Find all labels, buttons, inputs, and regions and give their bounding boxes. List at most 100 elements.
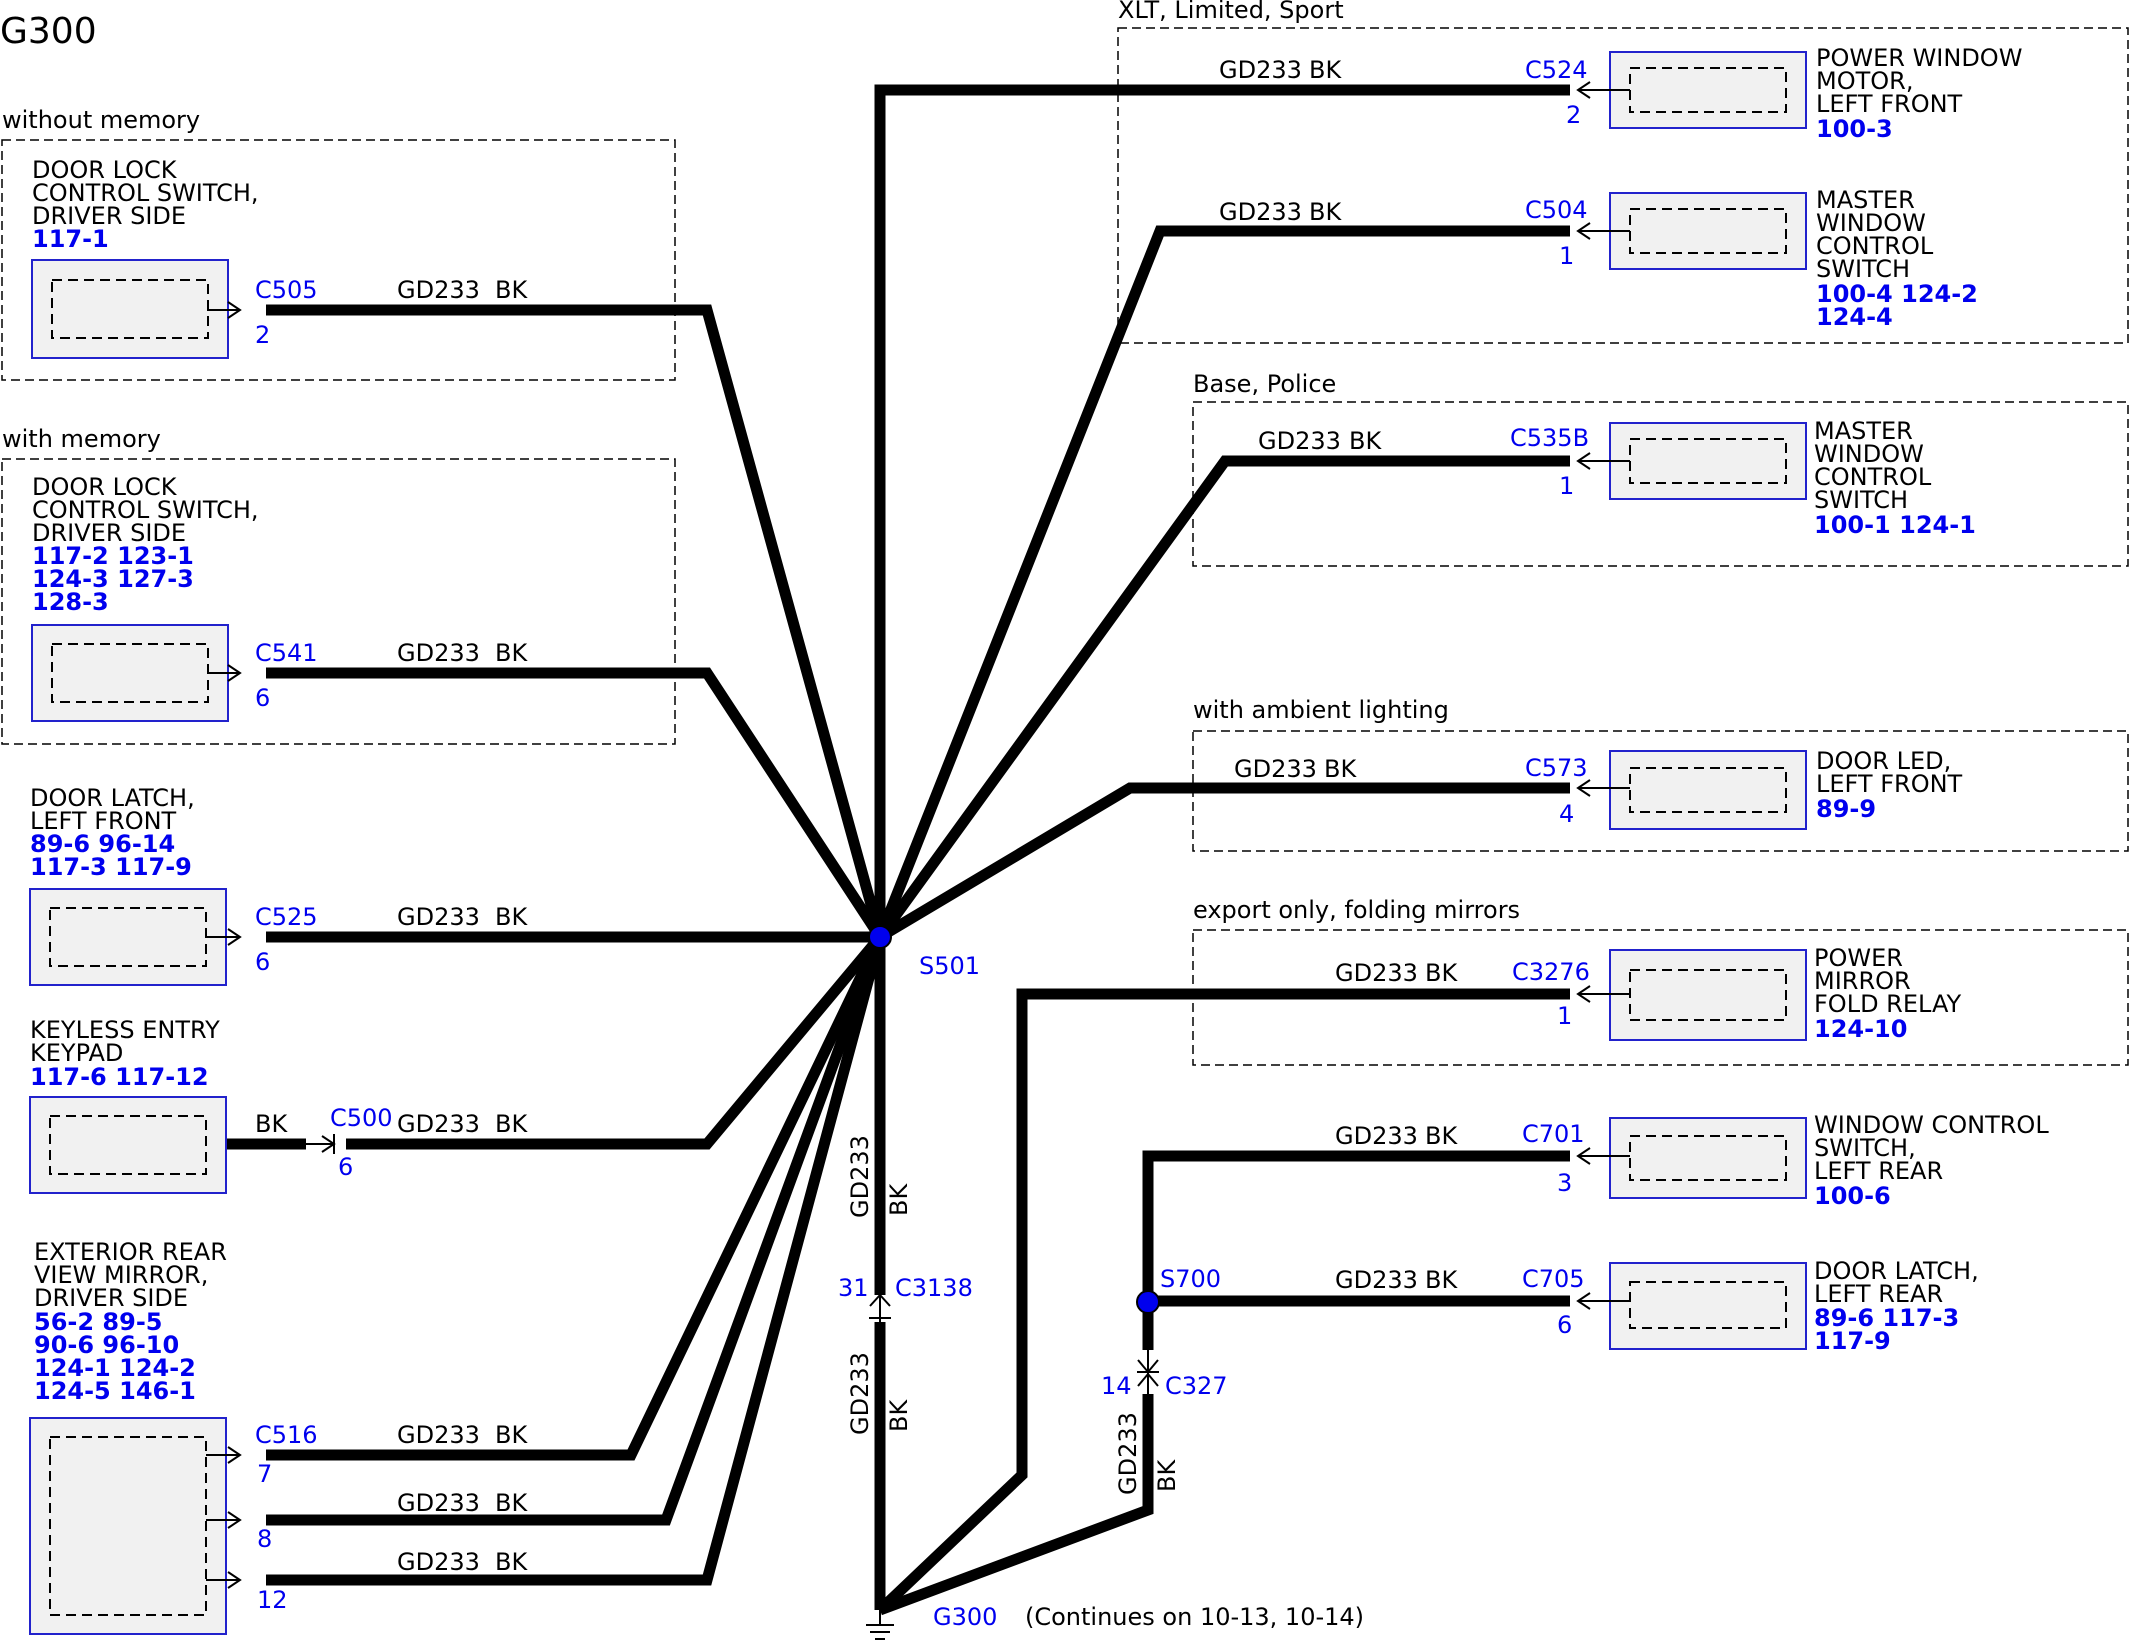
connector-id[interactable]: C705 — [1522, 1265, 1585, 1293]
page-ref[interactable]: 124-3 127-3 — [32, 565, 194, 593]
connector-id[interactable]: C504 — [1525, 196, 1588, 224]
page-ref[interactable]: 90-6 96-10 — [34, 1331, 179, 1359]
page-ref[interactable]: 100-6 — [1814, 1182, 1891, 1210]
component-name: EXTERIOR REAR — [34, 1238, 227, 1266]
connector-id[interactable]: C3138 — [895, 1274, 973, 1302]
ground-label[interactable]: G300 — [933, 1603, 997, 1631]
connector-id[interactable]: C500 — [330, 1104, 393, 1132]
page-ref[interactable]: 117-9 — [1814, 1327, 1891, 1355]
connector-id[interactable]: C3276 — [1512, 958, 1590, 986]
connector-id[interactable]: C525 — [255, 903, 318, 931]
connector-id[interactable]: C541 — [255, 639, 318, 667]
pin-number: 6 — [255, 684, 270, 712]
page-ref[interactable]: 124-5 146-1 — [34, 1377, 196, 1405]
component-name: DOOR LOCK — [32, 156, 178, 184]
connector-id[interactable]: C516 — [255, 1421, 318, 1449]
component-door-lock-switch-nomem[interactable]: DOOR LOCK CONTROL SWITCH, DRIVER SIDE 11… — [31, 156, 318, 359]
wire-c327-g300 — [878, 1394, 1154, 1616]
wire-color: BK — [495, 1548, 528, 1576]
pin-number: 6 — [338, 1153, 353, 1181]
pin-arrow — [207, 664, 242, 682]
component-door-latch-lr[interactable]: C705 6 DOOR LATCH, LEFT REAR 89-6 117-3 … — [1522, 1257, 1979, 1355]
component-inner — [1629, 767, 1787, 813]
inline-connector-c500[interactable]: C500 6 — [306, 1104, 393, 1181]
component-name: MASTER — [1814, 417, 1913, 445]
page-ref[interactable]: 117-6 117-12 — [30, 1063, 209, 1091]
component-exterior-mirror-driver[interactable]: EXTERIOR REAR VIEW MIRROR, DRIVER SIDE 5… — [29, 1238, 318, 1635]
inline-connector-c3138[interactable]: 31 C3138 — [838, 1274, 973, 1322]
splice-s501[interactable]: S501 — [868, 925, 980, 980]
splice-label[interactable]: S501 — [919, 952, 980, 980]
pin-number: 3 — [1557, 1169, 1572, 1197]
component-master-window-switch-xlt[interactable]: C504 1 MASTER WINDOW CONTROL SWITCH 100-… — [1525, 186, 1978, 331]
component-inner — [1629, 1281, 1787, 1329]
page-ref[interactable]: 117-3 117-9 — [30, 853, 192, 881]
component-name: CONTROL — [1814, 463, 1932, 491]
wire-color: BK — [1425, 959, 1458, 987]
page-ref[interactable]: 124-4 — [1816, 303, 1893, 331]
page-ref[interactable]: 56-2 89-5 — [34, 1308, 162, 1336]
page-ref[interactable]: 89-6 117-3 — [1814, 1304, 1959, 1332]
splice-label[interactable]: S700 — [1160, 1265, 1221, 1293]
pin-number: 1 — [1559, 472, 1574, 500]
component-box — [29, 1096, 227, 1194]
component-door-lock-switch-mem[interactable]: DOOR LOCK CONTROL SWITCH, DRIVER SIDE 11… — [31, 473, 318, 722]
component-name: LEFT FRONT — [30, 807, 177, 835]
group-label-xlt: XLT, Limited, Sport — [1118, 0, 1344, 24]
splice-dot — [868, 925, 892, 949]
splice-s700[interactable]: S700 — [1136, 1265, 1221, 1314]
wire-code: GD233 — [397, 1421, 480, 1449]
connector-id[interactable]: C701 — [1522, 1120, 1585, 1148]
page-ref[interactable]: 128-3 — [32, 588, 109, 616]
pin-number: 1 — [1557, 1002, 1572, 1030]
wire-color: BK — [1425, 1266, 1458, 1294]
connector-id[interactable]: C327 — [1165, 1372, 1228, 1400]
page-ref[interactable]: 100-1 124-1 — [1814, 511, 1976, 539]
component-keyless-entry-keypad[interactable]: KEYLESS ENTRY KEYPAD 117-6 117-12 — [29, 1016, 227, 1194]
page-ref[interactable]: 100-4 124-2 — [1816, 280, 1978, 308]
component-name: CONTROL SWITCH, — [32, 179, 259, 207]
inline-connector-c327[interactable]: 14 C327 — [1101, 1350, 1228, 1400]
wire-color-vertical: BK — [1153, 1459, 1181, 1492]
page-ref[interactable]: 124-10 — [1814, 1015, 1907, 1043]
component-name: KEYPAD — [30, 1039, 123, 1067]
wire-color: BK — [1309, 198, 1342, 226]
component-power-window-motor-lf[interactable]: C524 2 POWER WINDOW MOTOR, LEFT FRONT 10… — [1525, 44, 2022, 143]
connector-id[interactable]: C524 — [1525, 56, 1588, 84]
pin-arrow — [1576, 985, 1630, 1003]
page-ref[interactable]: 89-6 96-14 — [30, 830, 175, 858]
group-label-export: export only, folding mirrors — [1193, 896, 1520, 924]
component-door-latch-left-front[interactable]: DOOR LATCH, LEFT FRONT 89-6 96-14 117-3 … — [29, 784, 318, 986]
page-ref[interactable]: 117-2 123-1 — [32, 542, 194, 570]
component-box — [29, 1417, 227, 1635]
wire-harness — [226, 84, 1570, 1616]
wire-color: BK — [1309, 56, 1342, 84]
component-door-led-lf[interactable]: C573 4 DOOR LED, LEFT FRONT 89-9 — [1525, 747, 1963, 830]
page-ref[interactable]: 89-9 — [1816, 795, 1876, 823]
component-window-switch-lr[interactable]: C701 3 WINDOW CONTROL SWITCH, LEFT REAR … — [1522, 1111, 2049, 1210]
keyless-wire-color: BK — [255, 1110, 288, 1138]
component-power-mirror-fold-relay[interactable]: C3276 1 POWER MIRROR FOLD RELAY 124-10 — [1512, 944, 1961, 1043]
connector-id[interactable]: C573 — [1525, 754, 1588, 782]
pin-number: 31 — [838, 1274, 869, 1302]
page-ref[interactable]: 100-3 — [1816, 115, 1893, 143]
wire-code: GD233 — [397, 276, 480, 304]
wire-c535b — [875, 455, 1570, 941]
group-box-without-memory — [1, 139, 676, 381]
component-name: DOOR LOCK — [32, 473, 178, 501]
component-name: DRIVER SIDE — [32, 519, 186, 547]
pin-arrow — [207, 301, 242, 319]
wire-code: GD233 — [1219, 56, 1302, 84]
page-ref[interactable]: 117-1 — [32, 225, 109, 253]
page-ref[interactable]: 124-1 124-2 — [34, 1354, 196, 1382]
connector-id[interactable]: C505 — [255, 276, 318, 304]
wire-c500 — [346, 933, 885, 1150]
component-box — [1609, 51, 1807, 129]
ground-g300[interactable]: G300 (Continues on 10-13, 10-14) — [866, 1603, 1364, 1640]
ground-symbol-icon — [866, 1610, 894, 1640]
connector-id[interactable]: C535B — [1510, 424, 1589, 452]
wire-code: GD233 — [397, 1489, 480, 1517]
component-master-window-switch-base[interactable]: C535B 1 MASTER WINDOW CONTROL SWITCH 100… — [1510, 417, 1976, 539]
wire-c541 — [266, 667, 885, 941]
